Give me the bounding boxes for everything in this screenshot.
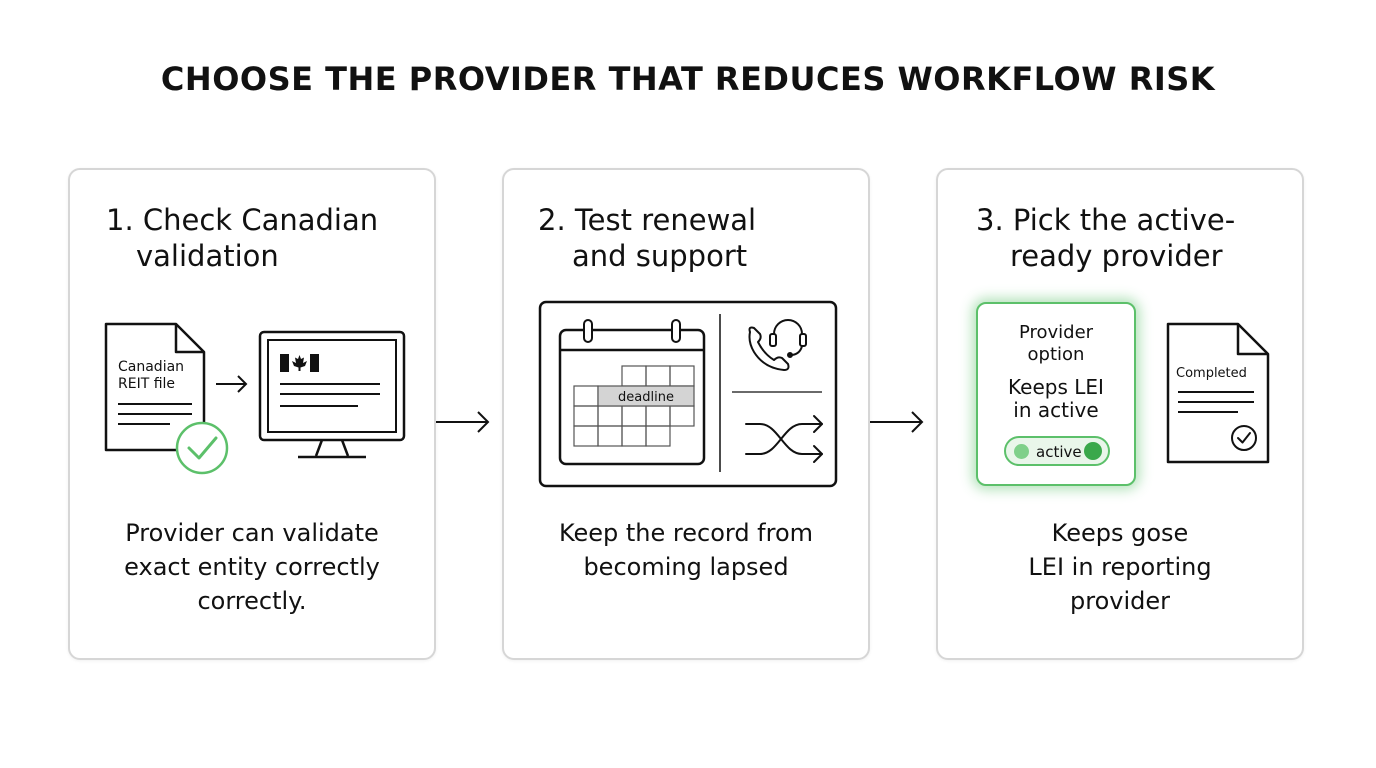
step-card-1: 1. Check Canadian validation Canadian RE… bbox=[68, 168, 436, 660]
headset-phone-icon bbox=[748, 319, 807, 371]
canada-flag-icon bbox=[280, 354, 319, 372]
keeps-lei-label: Keeps LEI in active bbox=[1008, 375, 1104, 422]
provider-option-card[interactable]: Provider option Keeps LEI in active acti… bbox=[976, 302, 1136, 486]
step-card-2: 2. Test renewal and support bbox=[502, 168, 870, 660]
doc-label-2: REIT file bbox=[118, 376, 175, 392]
calendar-deadline-label: deadline bbox=[618, 390, 674, 405]
step-1-illustration: Canadian REIT file bbox=[104, 322, 406, 475]
check-circle-icon bbox=[1231, 425, 1257, 451]
provider-option-label: Provider option bbox=[1018, 322, 1094, 365]
doc-label-1: Canadian bbox=[118, 359, 184, 375]
toggle-label: active bbox=[1036, 443, 1082, 461]
step-2-illustration: deadline bbox=[538, 300, 838, 488]
completed-label: Completed bbox=[1176, 366, 1247, 381]
monitor-icon bbox=[258, 330, 406, 459]
step-3-description: Keeps gose LEI in reportiոg provider bbox=[1028, 519, 1212, 615]
calendar-icon: deadline bbox=[558, 319, 706, 466]
toggle-dot-left bbox=[1014, 444, 1029, 459]
shuffle-icon bbox=[745, 415, 823, 463]
arrow-right-icon bbox=[436, 411, 490, 433]
toggle-knob bbox=[1084, 442, 1102, 460]
document-icon: Canadian REIT file bbox=[104, 322, 206, 452]
page-title: CHOOSE THE PROVIDER THAT REDUCES WORKFLO… bbox=[160, 60, 1216, 98]
step-3-title: 3. Pick the active- ready provider bbox=[976, 203, 1236, 273]
completed-document-icon: Completed bbox=[1166, 322, 1270, 464]
arrow-right-icon bbox=[870, 411, 924, 433]
active-toggle[interactable]: active bbox=[1004, 436, 1110, 466]
step-1-title: 1. Check Canadian validation bbox=[106, 203, 379, 273]
arrow-right-icon bbox=[216, 375, 248, 393]
step-2-description: Keep the record from becoming lapsed bbox=[558, 519, 814, 581]
step-card-3: 3. Pick the active- ready provider Provi… bbox=[936, 168, 1304, 660]
step-2-title: 2. Test renewal and support bbox=[538, 203, 757, 273]
check-circle-icon bbox=[175, 421, 229, 475]
step-1-description: Provider can validate exact entity corre… bbox=[124, 519, 380, 615]
